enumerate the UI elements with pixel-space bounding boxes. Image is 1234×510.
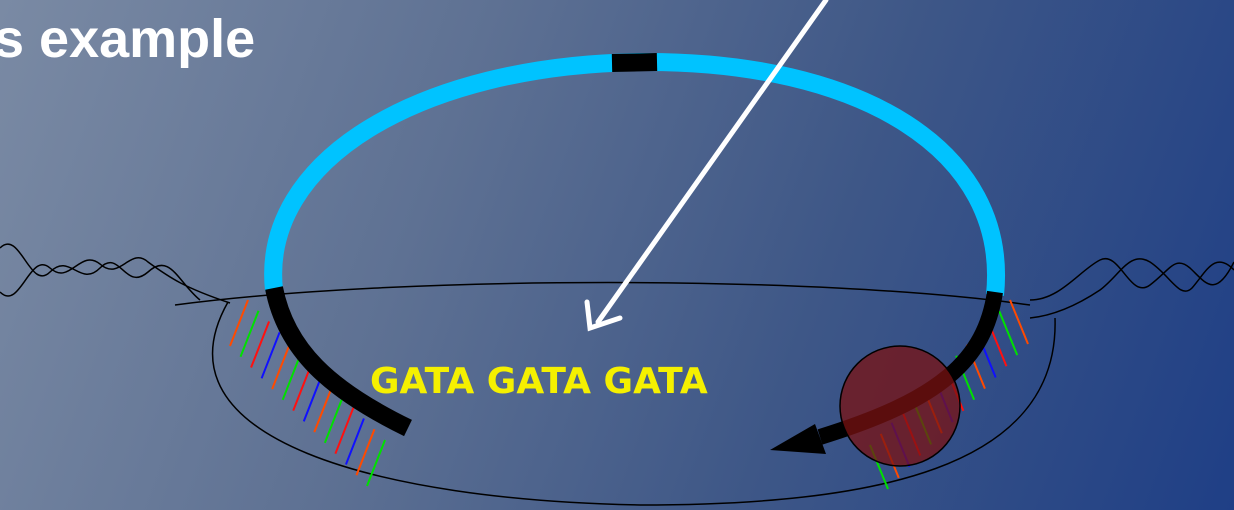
left-helix xyxy=(0,243,231,304)
base-pair-tick xyxy=(344,418,365,465)
slide-title: s example xyxy=(0,9,256,69)
base-pair-tick xyxy=(271,342,292,390)
base-pair-tick xyxy=(260,331,281,379)
sequence-label: GATA GATA GATA xyxy=(370,361,708,402)
loop-top-segment xyxy=(611,53,658,72)
base-pair-tick xyxy=(323,396,344,444)
base-pair-tick xyxy=(239,310,260,358)
pointer-arrow xyxy=(584,0,829,332)
left-black-strand xyxy=(265,286,412,437)
base-pair-tick xyxy=(229,299,249,347)
lower-thin-strand xyxy=(212,301,1056,506)
base-pair-tick xyxy=(366,439,386,487)
base-pair-tick xyxy=(281,353,302,401)
base-pairs-left xyxy=(229,299,386,487)
strand-arrowhead xyxy=(770,424,826,454)
base-pair-tick xyxy=(355,428,376,476)
base-pair-tick xyxy=(292,364,313,411)
upper-thin-strand xyxy=(174,281,1031,306)
base-pair-tick xyxy=(250,321,271,368)
enzyme-circle xyxy=(839,345,961,467)
base-pair-tick xyxy=(334,407,355,455)
base-pair-tick xyxy=(1009,299,1029,345)
base-pair-tick xyxy=(302,375,323,422)
base-pair-tick xyxy=(998,310,1019,356)
right-helix xyxy=(1029,257,1234,319)
base-pair-tick xyxy=(313,385,334,433)
loop-strand xyxy=(264,52,1006,296)
